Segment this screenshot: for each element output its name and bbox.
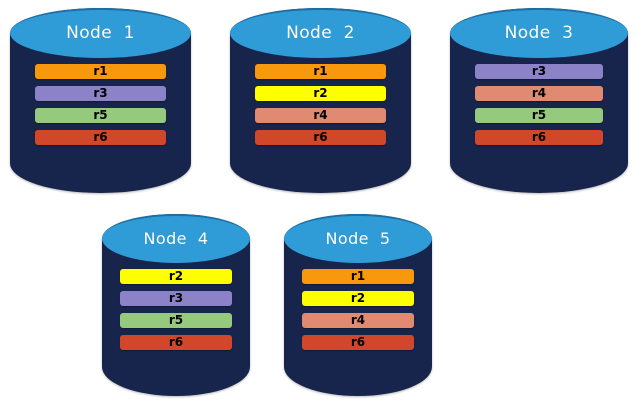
node-label: Node 2 <box>286 22 355 43</box>
replica-label: r1 <box>313 64 328 78</box>
replica-label: r6 <box>93 130 108 144</box>
replica-bar-r6[interactable]: r6 <box>35 129 166 145</box>
replica-label: r5 <box>531 108 547 122</box>
node-label: Node 5 <box>325 229 391 249</box>
replica-bar-r3[interactable]: r3 <box>35 85 166 101</box>
replica-stack: r2 r3 r5 r6 <box>119 268 233 350</box>
replica-bar-r6[interactable]: r6 <box>301 334 415 350</box>
replica-bar-r4[interactable]: r4 <box>255 107 386 123</box>
replica-bar-r5[interactable]: r5 <box>119 312 233 328</box>
replica-label: r5 <box>168 313 184 328</box>
node-label: Node 1 <box>66 22 135 43</box>
replica-label: r6 <box>168 335 184 350</box>
replica-stack: r3 r4 r5 r6 <box>474 63 604 145</box>
replica-label: r3 <box>93 86 108 100</box>
replica-bar-r5[interactable]: r5 <box>35 107 166 123</box>
replica-label: r4 <box>531 86 547 100</box>
replica-bar-r2[interactable]: r2 <box>301 290 415 306</box>
replica-bar-r1[interactable]: r1 <box>255 63 386 79</box>
replica-bar-r6[interactable]: r6 <box>255 129 386 145</box>
replica-bar-r4[interactable]: r4 <box>301 312 415 328</box>
cylinder-top-disc <box>10 8 191 58</box>
node-label: Node 3 <box>504 22 574 43</box>
replica-stack: r1 r3 r5 r6 <box>35 63 166 145</box>
node-cylinder-5[interactable]: Node 5 r1 r2 r4 r6 <box>284 214 432 396</box>
replica-bar-r4[interactable]: r4 <box>474 85 604 101</box>
node-cylinder-2[interactable]: Node 2 r1 r2 r4 r6 <box>230 8 411 193</box>
replica-label: r6 <box>531 130 547 144</box>
replica-stack: r1 r2 r4 r6 <box>255 63 386 145</box>
node-cylinder-4[interactable]: Node 4 r2 r3 r5 r6 <box>102 214 250 396</box>
node-label: Node 4 <box>143 229 209 249</box>
replica-label: r4 <box>313 108 328 122</box>
replica-bar-r3[interactable]: r3 <box>119 290 233 306</box>
replica-bar-r1[interactable]: r1 <box>301 268 415 284</box>
replica-label: r3 <box>168 291 184 306</box>
replica-label: r6 <box>350 335 366 350</box>
cylinder-top-disc <box>102 214 250 264</box>
replica-label: r5 <box>93 108 108 122</box>
replica-label: r2 <box>350 291 366 306</box>
replica-bar-r2[interactable]: r2 <box>119 268 233 284</box>
cylinder-top-disc <box>230 8 411 58</box>
replica-bar-r6[interactable]: r6 <box>474 129 604 145</box>
replica-label: r2 <box>168 269 184 284</box>
replica-bar-r3[interactable]: r3 <box>474 63 604 79</box>
replica-bar-r1[interactable]: r1 <box>35 63 166 79</box>
replica-label: r1 <box>93 64 108 78</box>
replica-bar-r5[interactable]: r5 <box>474 107 604 123</box>
replica-stack: r1 r2 r4 r6 <box>301 268 415 350</box>
replica-bar-r6[interactable]: r6 <box>119 334 233 350</box>
cylinder-top-disc <box>284 214 432 264</box>
replica-bar-r2[interactable]: r2 <box>255 85 386 101</box>
node-cylinder-1[interactable]: Node 1 r1 r3 r5 r6 <box>10 8 191 193</box>
replica-label: r4 <box>350 313 366 328</box>
node-cylinder-3[interactable]: Node 3 r3 r4 r5 r6 <box>450 8 628 193</box>
cylinder-top-disc <box>450 8 628 58</box>
replica-label: r2 <box>313 86 328 100</box>
replica-label: r1 <box>350 269 366 284</box>
replica-label: r6 <box>313 130 328 144</box>
replica-label: r3 <box>531 64 547 78</box>
